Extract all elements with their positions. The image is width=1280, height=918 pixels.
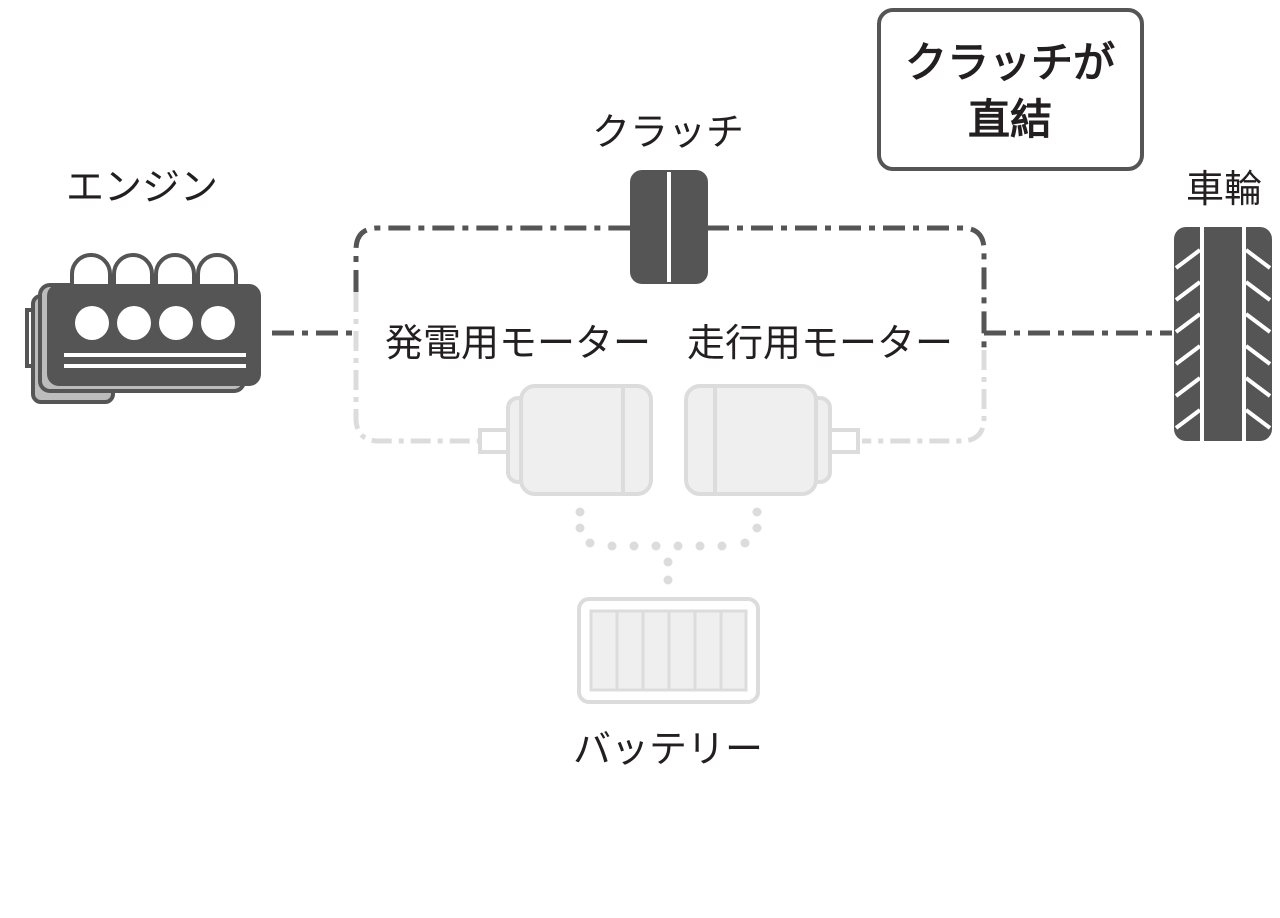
battery-wiring (575, 507, 762, 585)
engine-label: エンジン (66, 165, 218, 209)
callout-box: クラッチが 直結 (877, 8, 1144, 171)
generator-motor-label: 発電用モーター (385, 321, 651, 365)
wheel-label: 車輪 (1186, 167, 1262, 211)
battery-label: バッテリー (573, 727, 763, 771)
engine-icon (25, 253, 261, 404)
clutch-label: クラッチ (592, 110, 744, 154)
drive-motor-icon (684, 384, 860, 496)
callout-line-1: クラッチが (905, 38, 1115, 87)
drive-motor-label: 走行用モーター (687, 321, 953, 365)
generator-motor-icon (478, 384, 653, 496)
battery-icon (577, 597, 760, 704)
clutch-icon (630, 170, 708, 284)
wheel-icon (1174, 227, 1272, 441)
inactive-power-path (353, 292, 987, 444)
active-power-path (272, 225, 1172, 350)
callout-line-2: 直結 (968, 95, 1052, 144)
